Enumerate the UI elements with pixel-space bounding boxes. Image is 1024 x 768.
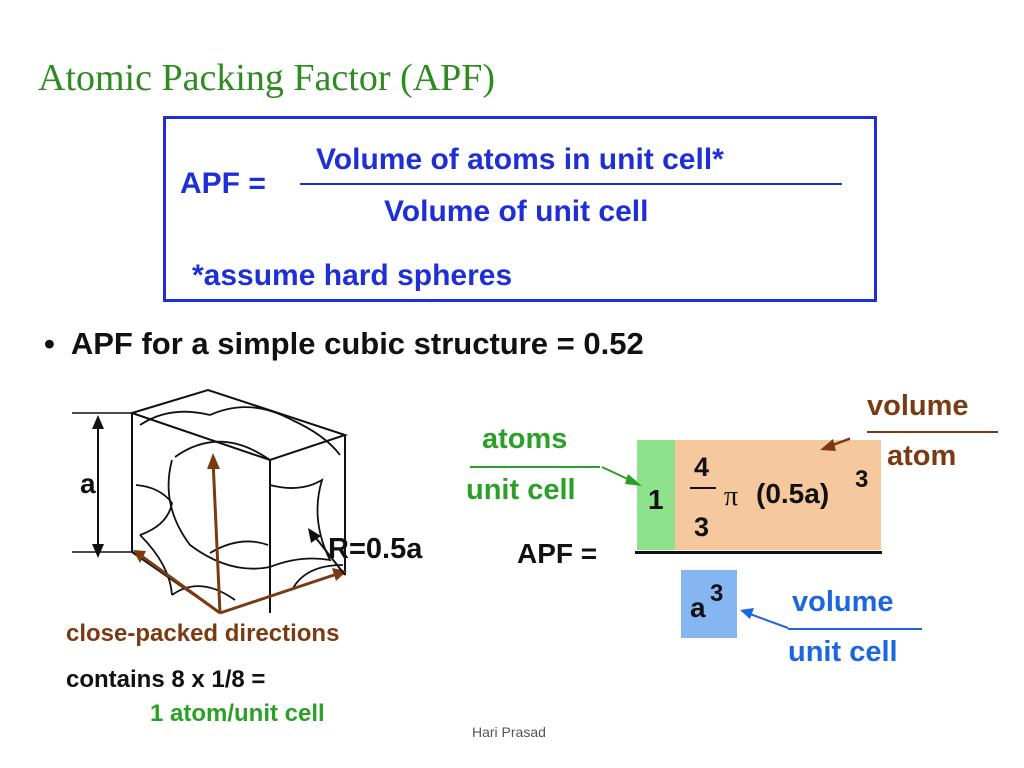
- cube-outline: [128, 388, 349, 614]
- close-packed-directions-label: close-packed directions: [66, 620, 340, 647]
- atom-volume-highlight: [675, 440, 881, 550]
- contains-text: contains 8 x 1/8 =: [66, 666, 266, 693]
- radius-term: (0.5a): [756, 478, 830, 509]
- four-thirds-bar: [690, 487, 716, 489]
- bullet-marker: •: [44, 326, 55, 361]
- volume-label: volume: [867, 390, 969, 422]
- sphere-arcs: [135, 406, 344, 601]
- definition-fraction-bar: [300, 183, 842, 185]
- atoms-fraction-bar: [470, 466, 600, 468]
- simple-cubic-cell-diagram: [72, 388, 349, 615]
- denominator-exponent: 3: [710, 580, 724, 607]
- bullet-text: APF for a simple cubic structure = 0.52: [70, 326, 644, 361]
- atoms-pointer-head: [625, 474, 642, 486]
- unit-cell-label: unit cell: [466, 474, 576, 506]
- four-thirds-denominator: 3: [694, 512, 710, 542]
- cell-volume-highlight: [681, 570, 737, 638]
- cell-volume-pointer-head: [740, 608, 754, 619]
- atom-count-highlight: [637, 440, 675, 550]
- atoms-label: atoms: [482, 423, 568, 455]
- formula-pointer-arrows: [601, 437, 850, 629]
- edge-arrow-bottom: [92, 544, 104, 558]
- volume-pointer-arrow: [829, 437, 850, 448]
- apf-fraction-bar: [635, 551, 882, 554]
- slide-footer-author: Hari Prasad: [472, 724, 546, 740]
- slide-title: Atomic Packing Factor (APF): [38, 57, 496, 99]
- apf-lhs: APF =: [517, 538, 598, 569]
- edge-arrow-top: [92, 415, 104, 429]
- atom-label: atom: [887, 440, 957, 472]
- definition-lhs: APF =: [180, 167, 266, 200]
- edge-length-label: a: [80, 468, 96, 499]
- denominator-base: a: [690, 592, 706, 623]
- definition-numerator: Volume of atoms in unit cell*: [316, 143, 724, 176]
- radius-arrow: [311, 532, 346, 576]
- atoms-per-cell-text: 1 atom/unit cell: [150, 700, 325, 727]
- volume-atom-bar: [867, 431, 998, 433]
- radius-exponent: 3: [855, 466, 869, 493]
- cell-volume-bar: [788, 628, 922, 630]
- cell-unit-cell-label: unit cell: [788, 636, 898, 668]
- cell-volume-label: volume: [792, 586, 894, 618]
- atom-count: 1: [648, 484, 664, 515]
- volume-pointer-head: [820, 439, 836, 451]
- four-thirds-numerator: 4: [694, 452, 710, 482]
- simple-cubic-bullet: • APF for a simple cubic structure = 0.52: [44, 326, 644, 362]
- hard-spheres-note: *assume hard spheres: [192, 259, 513, 292]
- radius-label: R=0.5a: [328, 533, 423, 565]
- pi-symbol: π: [724, 481, 739, 512]
- apf-definition-box: APF = Volume of atoms in unit cell* Volu…: [163, 116, 877, 302]
- cell-volume-pointer-arrow: [749, 613, 789, 629]
- radius-arrowhead: [308, 528, 321, 543]
- definition-denominator: Volume of unit cell: [384, 195, 649, 228]
